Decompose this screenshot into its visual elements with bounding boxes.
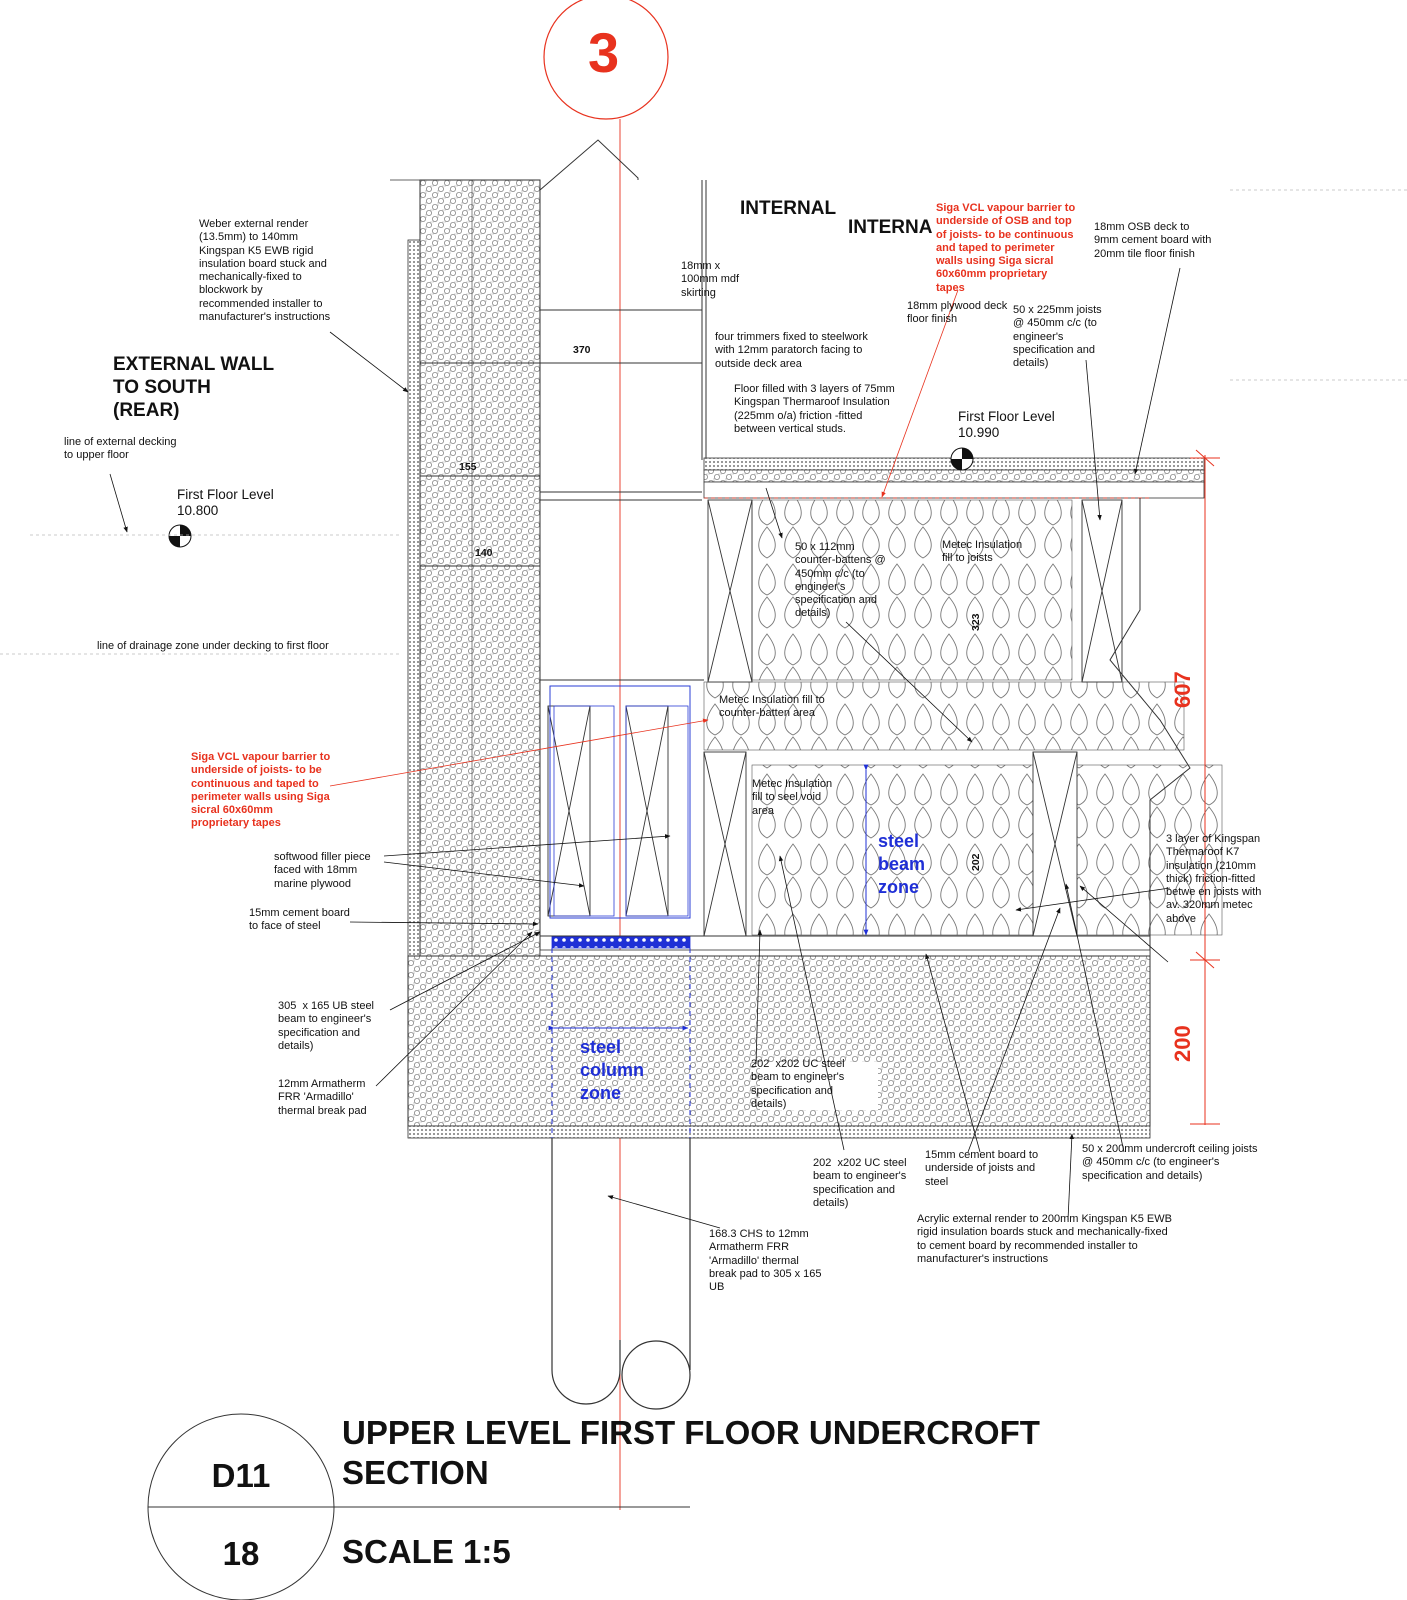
dim-140: 140 bbox=[475, 547, 493, 559]
dim-200: 200 bbox=[1170, 1025, 1195, 1062]
note-metec-joists: Metec Insulation fill to joists bbox=[942, 539, 1023, 565]
note-ub-beam: 305 x 165 UB steel beam to engineer's sp… bbox=[278, 1000, 375, 1052]
leader-lines bbox=[109, 267, 1181, 1229]
steel-flange bbox=[551, 935, 691, 949]
note-drainage: line of drainage zone under decking to f… bbox=[97, 640, 329, 652]
note-metec-batten: Metec Insulation fill to counter-batten … bbox=[719, 694, 825, 720]
note-cement-steel: 15mm cement board to face of steel bbox=[249, 907, 350, 933]
note-osb: 18mm OSB deck to 9mm cement board with 2… bbox=[1094, 221, 1212, 260]
note-counter-battens: 50 x 112mm counter-battens @ 450mm c/c (… bbox=[795, 541, 886, 620]
dim-155: 155 bbox=[459, 461, 477, 473]
steel-column-zone bbox=[548, 948, 691, 1138]
zone-steel-column: steel column zone bbox=[580, 1037, 645, 1103]
note-trimmers: four trimmers fixed to steelwork with 12… bbox=[715, 331, 868, 370]
zone-steel-beam: steel beam zone bbox=[878, 831, 926, 897]
drawing-title: UPPER LEVEL FIRST FLOOR UNDERCROFT SECTI… bbox=[342, 1414, 1040, 1491]
note-plywood: 18mm plywood deck floor finish bbox=[907, 300, 1008, 326]
note-kingspan-k7: 3 layer of Kingspan Thermaroof K7 insula… bbox=[1166, 833, 1262, 925]
dim-370: 370 bbox=[573, 344, 591, 356]
external-wall-heading: EXTERNAL WALL TO SOUTH (REAR) bbox=[113, 354, 275, 421]
level-right: First Floor Level 10.990 bbox=[958, 409, 1055, 440]
note-siga-top: Siga VCL vapour barrier to underside of … bbox=[936, 202, 1076, 294]
drawing-scale: SCALE 1:5 bbox=[342, 1533, 511, 1570]
note-cement-joists: 15mm cement board to underside of joists… bbox=[925, 1149, 1039, 1188]
chs-column bbox=[551, 1138, 691, 1410]
note-uc-beam-1: 202 x202 UC steel beam to engineer's spe… bbox=[751, 1058, 845, 1110]
dim-202: 202 bbox=[970, 853, 982, 871]
dimension-lines bbox=[1190, 449, 1220, 1125]
level-marker-left bbox=[168, 524, 192, 548]
red-leader-lines bbox=[329, 289, 959, 787]
detail-reference: D11 bbox=[211, 1457, 271, 1494]
note-metec-void: Metec Insulation fill to seel void area bbox=[752, 778, 833, 817]
grid-line-3 bbox=[543, 0, 669, 1510]
internal-heading-2: INTERNA bbox=[848, 217, 933, 238]
note-acrylic: Acrylic external render to 200mm Kingspa… bbox=[917, 1213, 1172, 1265]
joist-insulation-zone bbox=[703, 498, 1223, 960]
grid-number: 3 bbox=[588, 21, 620, 84]
dim-323: 323 bbox=[970, 613, 982, 631]
note-siga-left: Siga VCL vapour barrier to underside of … bbox=[191, 751, 331, 830]
note-undercroft-joists: 50 x 200mm undercroft ceiling joists @ 4… bbox=[1082, 1143, 1258, 1182]
level-marker-right bbox=[950, 447, 974, 471]
note-decking: line of external decking to upper floor bbox=[64, 436, 177, 462]
level-left: First Floor Level 10.800 bbox=[177, 487, 274, 518]
upper-wall-outline bbox=[420, 139, 707, 680]
steel-infill-boxes bbox=[539, 679, 704, 936]
note-weber-render: Weber external render (13.5mm) to 140mm … bbox=[199, 218, 331, 324]
external-ref-lines bbox=[0, 189, 1407, 655]
note-joists-225: 50 x 225mm joists @ 450mm c/c (to engine… bbox=[1013, 304, 1102, 370]
note-uc-beam-2: 202 x202 UC steel beam to engineer's spe… bbox=[813, 1157, 907, 1209]
note-chs: 168.3 CHS to 12mm Armatherm FRR 'Armadil… bbox=[709, 1228, 822, 1294]
title-block-graphics bbox=[147, 1413, 690, 1600]
note-armatherm: 12mm Armatherm FRR 'Armadillo' thermal b… bbox=[278, 1078, 367, 1117]
sheet-reference: 18 bbox=[222, 1535, 260, 1572]
dim-607: 607 bbox=[1170, 671, 1195, 708]
internal-heading-1: INTERNAL bbox=[740, 198, 837, 219]
note-softwood: softwood filler piece faced with 18mm ma… bbox=[274, 851, 371, 890]
undercroft bbox=[407, 935, 1151, 1139]
note-skirting: 18mm x 100mm mdf skirting bbox=[681, 260, 740, 299]
note-floor-filled: Floor filled with 3 layers of 75mm Kings… bbox=[734, 383, 895, 435]
